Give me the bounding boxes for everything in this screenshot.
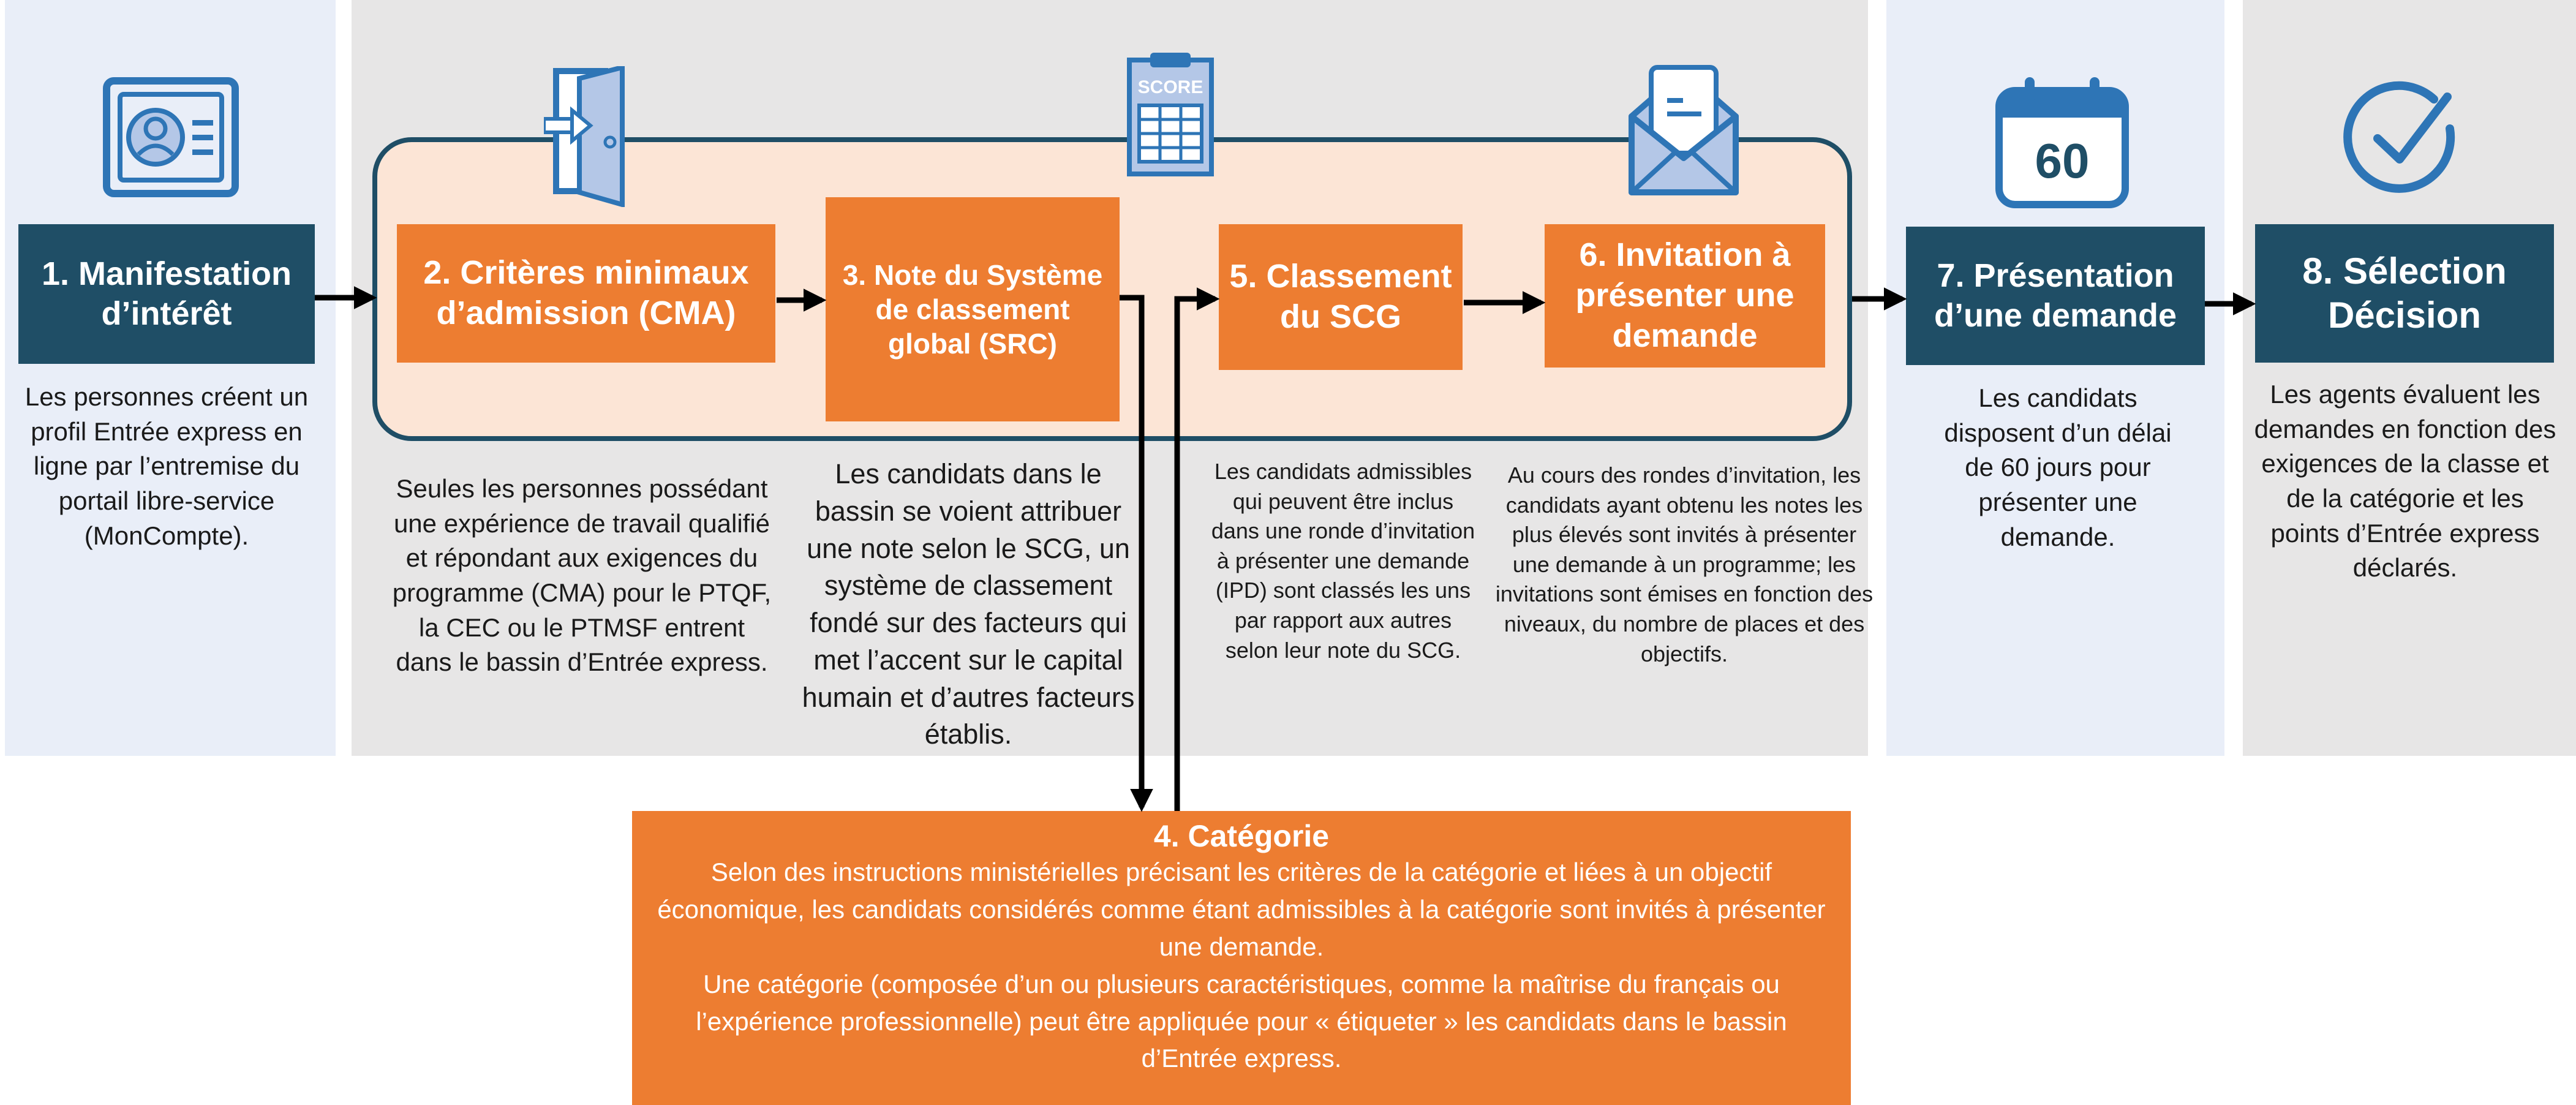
step-5-description: Les candidats admissibles qui peuvent êt… xyxy=(1211,459,1475,663)
step-6-description: Au cours des rondes d’invitation, les ca… xyxy=(1495,462,1874,666)
step-4-title: 4. Catégorie xyxy=(1153,819,1330,853)
score-label: SCORE xyxy=(1138,77,1203,97)
step-1-title: 1. Manifestation d’intérêt xyxy=(41,255,292,332)
step-5-box: 5. Classement du SCG xyxy=(1219,224,1463,370)
step-3-box: 3. Note du Système de classement global … xyxy=(826,197,1120,421)
step-7-box: 7. Présentation d’une demande xyxy=(1906,227,2205,365)
step-3-description: Les candidats dans le bassin se voient a… xyxy=(802,458,1135,750)
arrow-3-to-4 xyxy=(1120,295,1153,812)
envelope-letter-icon xyxy=(1629,65,1739,195)
step-6-box: 6. Invitation à présenter une demande xyxy=(1545,224,1825,368)
checkmark-circle-icon xyxy=(2343,81,2455,193)
step-2-title: 2. Critères minimaux d’admission (CMA) xyxy=(423,254,749,331)
calendar-number: 60 xyxy=(2035,134,2090,188)
score-sheet-icon: SCORE xyxy=(1127,53,1214,176)
step-2-box: 2. Critères minimaux d’admission (CMA) xyxy=(397,224,775,363)
arrow-4-to-5 xyxy=(1174,287,1220,811)
calendar-icon: 60 xyxy=(1995,77,2129,208)
step-8-description: Les agents évaluent les demandes en fonc… xyxy=(2254,380,2556,583)
step-8-title: 8. Sélection Décision xyxy=(2302,251,2507,336)
step-4-paragraph-2: Une catégorie (composée d’un ou plusieur… xyxy=(696,969,1787,1073)
step-4-paragraph-1: Selon des instructions ministérielles pr… xyxy=(657,858,1826,961)
step-8-box: 8. Sélection Décision xyxy=(2255,224,2554,363)
step-3-title: 3. Note du Système de classement global … xyxy=(842,258,1103,360)
step-7-title: 7. Présentation d’une demande xyxy=(1934,257,2177,334)
step-2-description: Seules les personnes possédant une expér… xyxy=(392,474,772,677)
step-6-title: 6. Invitation à présenter une demande xyxy=(1575,236,1795,354)
door-enter-icon xyxy=(544,66,625,207)
panel-step-8 xyxy=(2243,0,2576,756)
step-1-description: Les personnes créent un profil Entrée ex… xyxy=(24,382,309,550)
step-1-box: 1. Manifestation d’intérêt xyxy=(18,224,315,364)
step-4-category-box: 4. Catégorie Selon des instructions mini… xyxy=(632,811,1851,1105)
step-5-title: 5. Classement du SCG xyxy=(1229,258,1452,335)
step-4-description: Selon des instructions ministérielles pr… xyxy=(650,854,1832,1077)
contact-card-icon xyxy=(103,77,239,197)
step-7-description: Les candidats disposent d’un délai de 60… xyxy=(1944,383,2172,551)
